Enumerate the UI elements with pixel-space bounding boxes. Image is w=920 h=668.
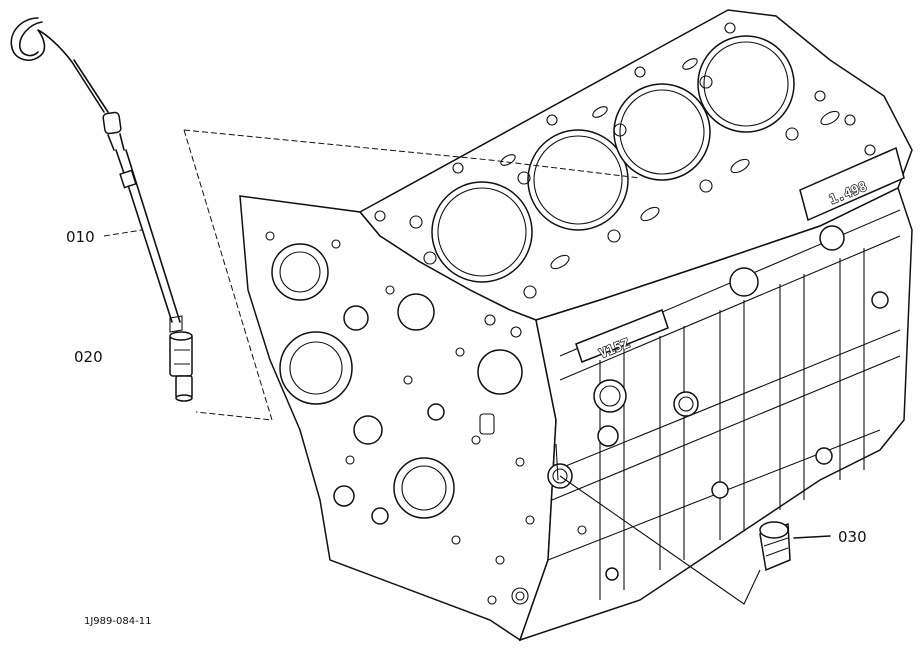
cylinder-bore-3: [613, 83, 711, 181]
block-side-face: [518, 186, 913, 642]
cylinder-bore-2: [527, 129, 629, 231]
cylinder-block: V15Z 1.498: [239, 9, 913, 642]
leader-lines: [103, 129, 831, 605]
callout-030: 030: [838, 528, 867, 546]
dipstick-handle: [10, 17, 105, 113]
callout-020: 020: [74, 348, 103, 366]
figure-code: 1J989-084-11: [84, 616, 151, 627]
dipstick-assembly: [10, 17, 193, 402]
cylinder-bore-1: [431, 181, 533, 283]
plug-part: [759, 521, 791, 572]
cylinder-bore-4: [697, 35, 795, 133]
callout-010: 010: [66, 228, 95, 246]
dipstick-guide: [169, 331, 193, 402]
